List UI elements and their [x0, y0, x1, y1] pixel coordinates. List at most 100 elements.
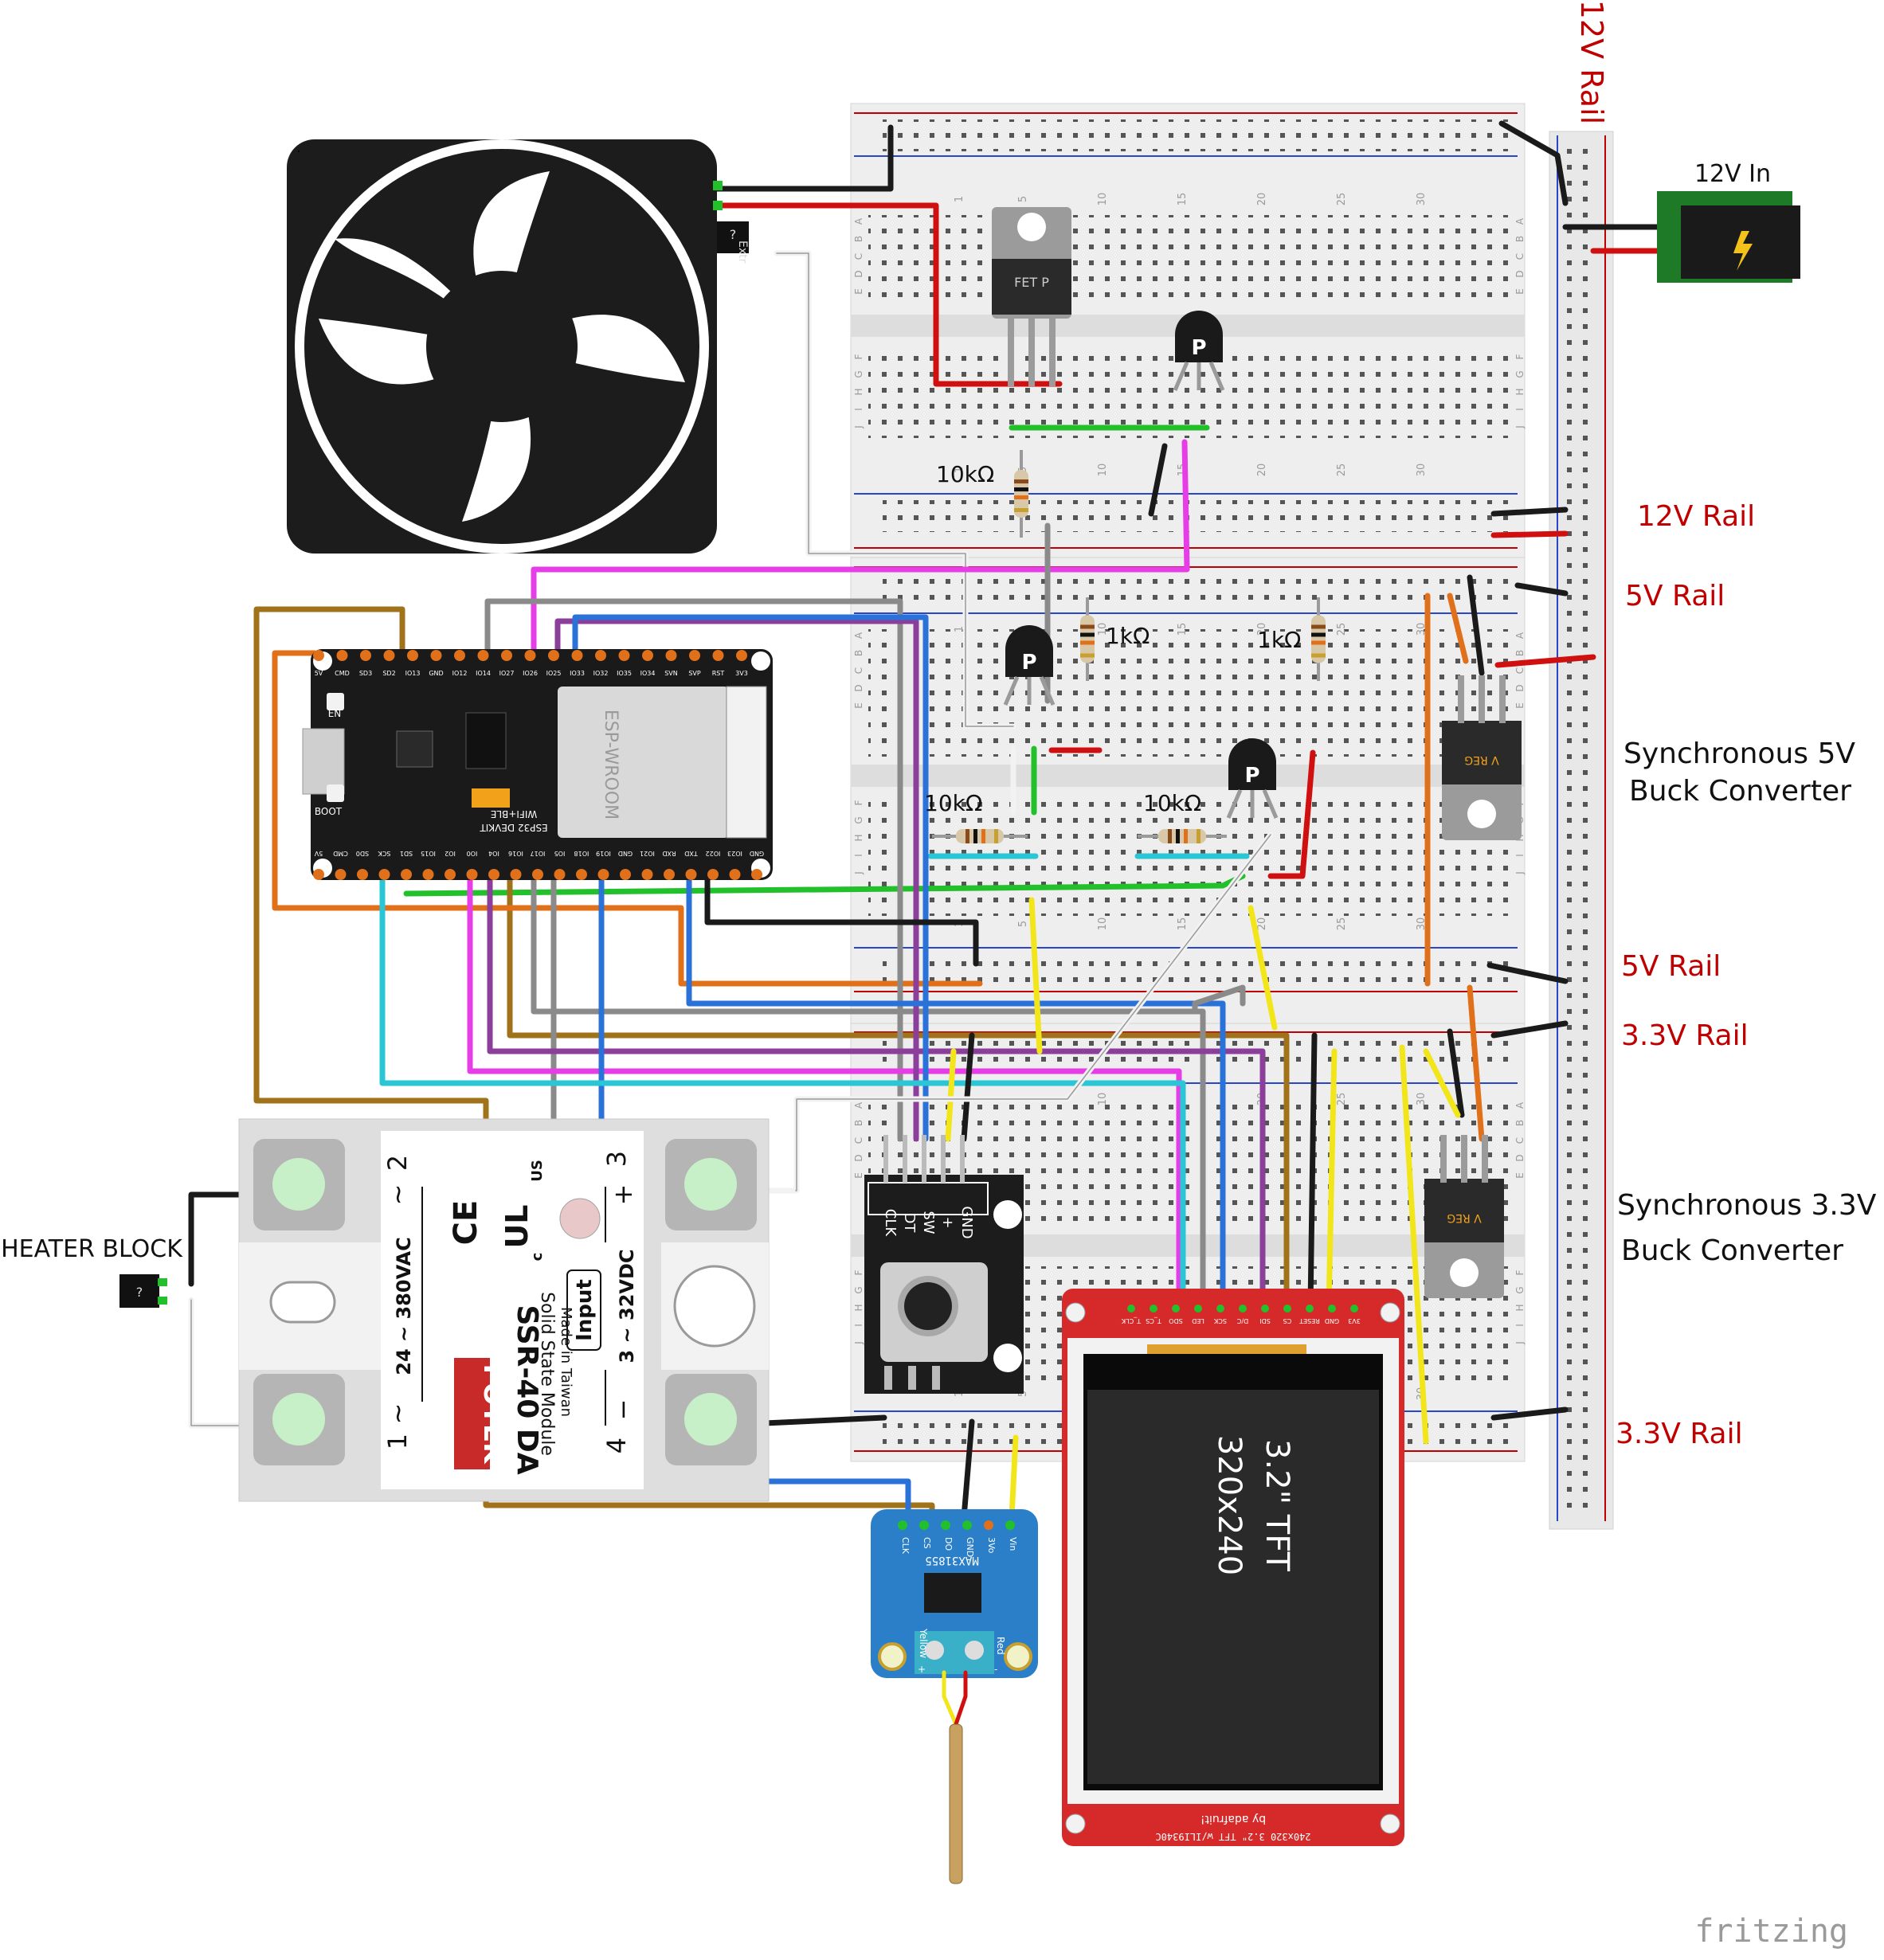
esp32-pin-label: IO0: [467, 850, 478, 857]
breadboard-column-number: 5: [1017, 921, 1029, 927]
esp32-pin-label: CMD: [335, 670, 350, 677]
esp32-pin: [554, 869, 566, 880]
tft-pin: [1261, 1305, 1269, 1313]
wire-black: [1490, 1406, 1569, 1421]
esp32-pin-label: IO13: [405, 670, 421, 677]
breadboard-row-letter: A: [853, 1101, 864, 1109]
esp32-pin-label: IO18: [574, 850, 589, 857]
esp32-pin-label: IO17: [531, 850, 546, 857]
breadboard-row-letter: J: [853, 425, 864, 429]
max31855-pin-label: CLK: [900, 1537, 911, 1555]
ssr-terminal-1: 1: [382, 1434, 413, 1449]
wire-cyan: [379, 869, 1186, 1309]
esp32-pin-label: IO19: [596, 850, 611, 857]
wire-yellow: [1399, 1044, 1429, 1445]
esp32-pin: [571, 650, 583, 661]
transistor-leg: [1226, 789, 1243, 819]
resistor-band: [1080, 653, 1095, 658]
breadboard-column-number: 25: [1336, 623, 1348, 636]
esp32-pin: [595, 650, 606, 661]
esp32-pin-label: IO12: [452, 670, 468, 677]
ssr-minus: −: [608, 1399, 638, 1421]
esp32-pin: [618, 650, 630, 661]
breadboard-row-letter: E: [853, 702, 864, 709]
en-button[interactable]: [327, 693, 344, 710]
esp32-pin: [510, 869, 522, 880]
esp32-pin-label: GND: [429, 670, 443, 677]
rail-label-33v-bottom: 3.3V Rail: [1616, 1418, 1743, 1450]
breadboard-row-letter: E: [1514, 1172, 1526, 1179]
max31855-pin-label: GND: [965, 1537, 975, 1557]
esp32-pin: [488, 869, 499, 880]
resistor-band: [973, 829, 977, 843]
breadboard-row-letter: C: [853, 1137, 864, 1144]
max31855-chip: MAX31855: [925, 1554, 978, 1567]
breadboard-row-letter: E: [853, 288, 864, 295]
esp32-pin-label: IO25: [546, 670, 562, 677]
esp32-pin: [313, 869, 324, 880]
breadboard-row-letter: I: [1514, 854, 1526, 857]
resistor-label-r1: 10kΩ: [936, 461, 994, 487]
resistor-band: [1014, 495, 1028, 499]
resistor-band: [1311, 632, 1326, 637]
max31855-pin-label: Vin: [1008, 1537, 1018, 1551]
esp32-pin-label: IO21: [640, 850, 655, 857]
esp32-pin-label: SVN: [664, 670, 678, 677]
ssr-dc-range: 3 ~ 32VDC: [616, 1249, 638, 1363]
breadboard-row-letter: B: [853, 1120, 864, 1126]
breadboard-column-number: 25: [1336, 193, 1348, 206]
resistor-band: [1014, 479, 1028, 483]
tft-pin-label: T_CS: [1146, 1317, 1162, 1324]
breadboard-column-number: 5: [1017, 196, 1029, 202]
esp32-pin: [378, 869, 390, 880]
rail-label-33v-low: 3.3V Rail: [1621, 1019, 1749, 1052]
mosfet-label: FET P: [1014, 275, 1049, 290]
buck-labels: Synchronous 5V Buck Converter Synchronou…: [1617, 737, 1877, 1267]
transistor-leg: [1173, 362, 1189, 391]
breadboard-row-letter: A: [853, 632, 864, 639]
tft-resolution: 320x240: [1211, 1435, 1248, 1575]
ssr-desc: Solid State Module: [537, 1292, 557, 1456]
esp32-pin-label: 5V: [314, 850, 323, 857]
esp32-pin: [689, 650, 700, 661]
breadboard-row-letter: F: [853, 1270, 864, 1275]
esp32-pin-label: IO16: [508, 850, 523, 857]
esp32-pin-label: IO14: [476, 670, 491, 677]
transistor-leg: [1003, 676, 1020, 706]
wire-black: [1490, 1020, 1569, 1039]
buck-33v-line2: Buck Converter: [1621, 1234, 1843, 1267]
transistor-body: [1228, 738, 1276, 790]
breadboard-row-letter: J: [1514, 425, 1526, 429]
wire-yellow: [1423, 1048, 1461, 1118]
breadboard-row-letter: D: [1514, 684, 1526, 691]
resistor-band: [966, 829, 969, 843]
ssr-model: SSR-40 DA: [511, 1305, 543, 1474]
wire-black: [714, 124, 894, 192]
rail-labels: 12V Rail 12V Rail 5V Rail 5V Rail 3.3V R…: [1574, 0, 1755, 1450]
esp32-pin: [313, 650, 324, 661]
breadboard-row-letter: I: [853, 854, 864, 857]
breadboard-column-number: 1: [954, 467, 966, 473]
esp32-pin: [422, 869, 434, 880]
encoder-pin-label: GND: [958, 1206, 975, 1238]
boot-button[interactable]: [327, 784, 344, 802]
resistor-band: [994, 829, 998, 843]
max31855-pin: [962, 1520, 972, 1530]
wire-red: [1494, 654, 1596, 668]
breadboard-row-letter: H: [1514, 388, 1526, 395]
breadboard-row-letter: A: [1514, 632, 1526, 639]
buck-5v-module: V REG: [1442, 675, 1522, 840]
rail-label-5v-mid: 5V Rail: [1625, 580, 1725, 612]
ssr-ac-range: 24 ~ 380VAC: [393, 1237, 415, 1375]
esp32-pin-label: IO27: [499, 670, 515, 677]
breadboard-row-letter: G: [1514, 1286, 1526, 1293]
tft-pin-label: D/C: [1236, 1317, 1248, 1324]
esp32-pin: [357, 869, 368, 880]
breadboard-row-letter: E: [1514, 288, 1526, 295]
encoder-pin-label: DT: [901, 1213, 918, 1234]
wire-yellow: [1009, 1434, 1019, 1520]
